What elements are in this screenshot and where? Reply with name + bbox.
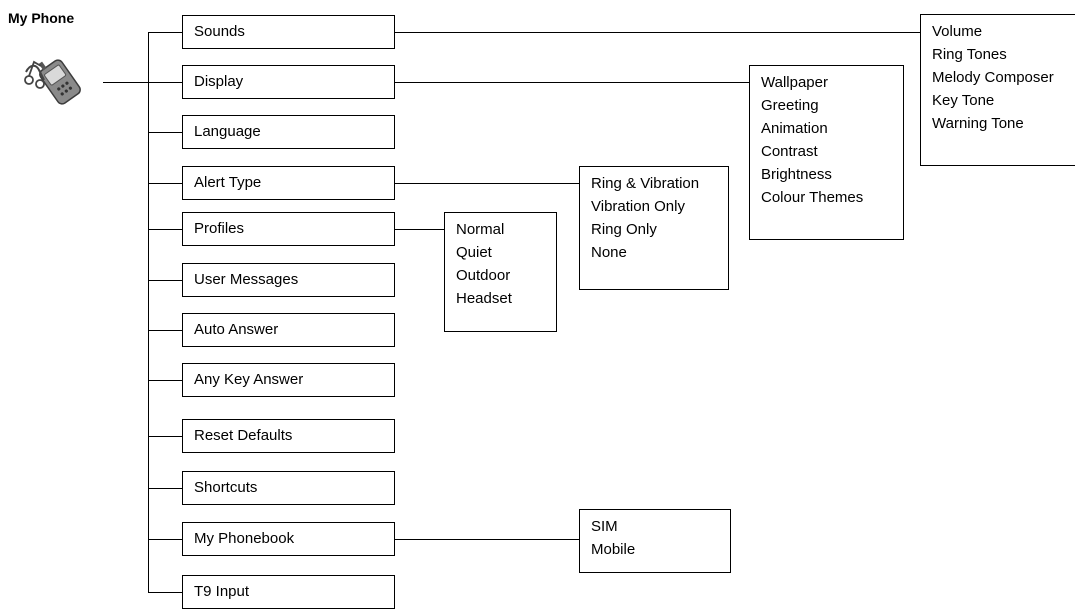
submenu-profiles: Normal Quiet Outdoor Headset [444,212,557,332]
submenu-item: Quiet [456,244,492,261]
menu-item-my-phonebook: My Phonebook [182,522,395,556]
diagram-title: My Phone [8,10,75,26]
submenu-display: Wallpaper Greeting Animation Contrast Br… [749,65,904,240]
submenu-item: Greeting [761,97,819,114]
display-connector [395,82,749,83]
submenu-item: Vibration Only [591,198,685,215]
menu-item-sounds: Sounds [182,15,395,49]
submenu-item: Ring & Vibration [591,175,700,192]
submenu-item: Wallpaper [761,74,828,91]
submenu-item: Key Tone [932,92,995,109]
submenu-item: Outdoor [456,267,511,284]
submenu-alert-type: Ring & Vibration Vibration Only Ring Onl… [579,166,729,290]
menu-item-auto-answer: Auto Answer [182,313,395,347]
branch-line [148,380,182,381]
menu-item-any-key-answer: Any Key Answer [182,363,395,397]
submenu-item: Ring Tones [932,46,1007,63]
menu-item-user-messages: User Messages [182,263,395,297]
submenu-my-phonebook: SIM Mobile [579,509,731,573]
submenu-item: Melody Composer [932,69,1054,86]
branch-line [148,82,182,83]
sounds-connector [395,32,920,33]
alert-type-connector [395,183,579,184]
branch-line [148,436,182,437]
submenu-item: Warning Tone [932,115,1024,132]
branch-line [148,330,182,331]
branch-line [148,32,182,33]
menu-item-t9-input: T9 Input [182,575,395,609]
submenu-item: Ring Only [591,221,657,238]
branch-line [148,488,182,489]
profiles-connector [395,229,444,230]
submenu-item: None [591,244,627,261]
branch-line [148,280,182,281]
submenu-sounds: Volume Ring Tones Melody Composer Key To… [920,14,1075,166]
menu-item-language: Language [182,115,395,149]
menu-item-display: Display [182,65,395,99]
trunk-line [103,82,148,83]
branch-line [148,132,182,133]
submenu-item: Mobile [591,541,636,558]
submenu-item: Normal [456,221,505,238]
menu-item-profiles: Profiles [182,212,395,246]
menu-item-reset-defaults: Reset Defaults [182,419,395,453]
branch-line [148,539,182,540]
submenu-item: Brightness [761,166,832,183]
branch-line [148,229,182,230]
menu-item-shortcuts: Shortcuts [182,471,395,505]
menu-item-alert-type: Alert Type [182,166,395,200]
submenu-item: SIM [591,518,618,535]
submenu-item: Headset [456,290,512,307]
phone-settings-icon [24,59,81,105]
submenu-item: Colour Themes [761,189,864,206]
branch-line [148,183,182,184]
spine-line [148,32,149,592]
submenu-item: Contrast [761,143,818,160]
phonebook-connector [395,539,579,540]
branch-line [148,592,182,593]
submenu-item: Animation [761,120,828,137]
submenu-item: Volume [932,23,983,40]
